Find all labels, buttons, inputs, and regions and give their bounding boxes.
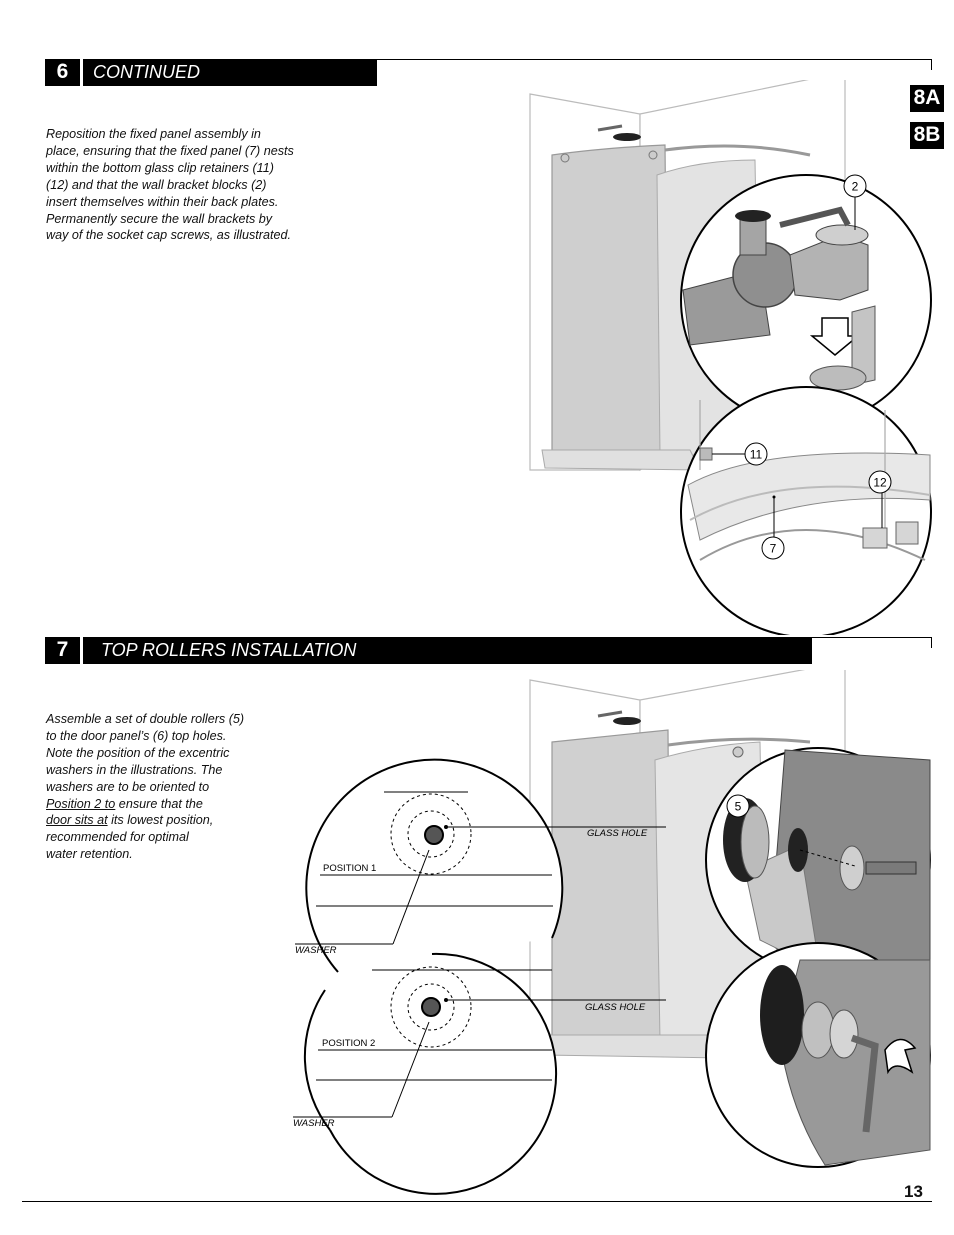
glass-hole-label-2: GLASS HOLE — [585, 1002, 646, 1013]
step-6-rule — [377, 59, 932, 70]
step-7-line: recommended for optimal — [46, 830, 189, 845]
callout-12-label: 12 — [873, 476, 887, 490]
detail-wall-bracket — [680, 174, 932, 426]
step-6-callout-12: 12 — [868, 470, 892, 494]
washer-detail-position-2 — [293, 952, 666, 1195]
step-7-rule — [812, 637, 932, 648]
step-7-line: washers are to be oriented to — [46, 779, 210, 794]
position-1-label: POSITION 1 — [323, 863, 376, 874]
step-6-line: Reposition the fixed panel assembly in — [46, 127, 261, 141]
step-6-callout-2: 2 — [843, 174, 867, 198]
washer-detail-position-1 — [295, 758, 666, 973]
glass-hole-label-1: GLASS HOLE — [587, 828, 648, 839]
step-7-line: water retention. — [46, 847, 133, 862]
side-tab-8b[interactable]: 8B — [910, 122, 944, 149]
shower-base — [541, 1034, 723, 1059]
position-2-underlined: Position 2 to — [46, 796, 116, 811]
step-7-line: to the door panel’s (6) top holes. — [46, 728, 227, 743]
callout-11-label: 11 — [750, 448, 763, 462]
step-6-line: (12) and that the wall bracket blocks (2… — [46, 177, 267, 192]
washer-label-2: WASHER — [293, 1118, 335, 1129]
step-7-line: washers in the illustrations. The — [46, 762, 223, 777]
page-number: 13 — [904, 1182, 923, 1201]
step-7-instructions: Assemble a set of double rollers (5) to … — [46, 711, 276, 863]
step-6-callout-11: 11 — [744, 442, 768, 466]
step-7-line: Assemble a set of double rollers (5) — [46, 712, 245, 726]
step-6-line: way of the socket cap screws, as illustr… — [46, 228, 291, 243]
callout-7-label: 7 — [770, 542, 777, 556]
detail-glass-clips — [680, 386, 932, 635]
step-6-line: Permanently secure the wall brackets by — [46, 211, 273, 226]
position-2-label: POSITION 2 — [322, 1038, 375, 1049]
step-7-line-tail: ensure that the — [115, 796, 203, 811]
step-7-line: Note the position of the excentric — [46, 745, 230, 760]
step-6-line: insert themselves within their back plat… — [46, 194, 279, 209]
step-7-illustration: POSITION 1 GLASS HOLE WASHER POSITION 2 … — [293, 670, 931, 1195]
step-6-number: 6 — [45, 59, 80, 86]
side-tab-8a[interactable]: 8A — [910, 85, 944, 112]
step-6-callout-7: 7 — [761, 536, 785, 560]
washer-label-1: WASHER — [295, 945, 337, 956]
shower-base — [541, 449, 701, 471]
step-7-line-tail: its lowest position, — [107, 813, 214, 828]
callout-5-label: 5 — [735, 800, 742, 814]
shower-head-icon — [597, 124, 641, 141]
detail-roller-tightening — [705, 942, 931, 1168]
step-7-line: Position 2 to ensure that the — [46, 796, 276, 813]
detail-roller-assembly — [705, 747, 931, 973]
footer-rule — [22, 1201, 932, 1202]
step-6-line: within the bottom glass clip retainers (… — [46, 160, 274, 175]
step-7-number: 7 — [45, 637, 80, 664]
step-7-line: door sits at its lowest position, — [46, 812, 276, 829]
step-7-title: TOP ROLLERS INSTALLATION — [83, 637, 812, 664]
step-6-line: place, ensuring that the fixed panel (7)… — [46, 143, 294, 158]
step-7-callout-5: 5 — [726, 794, 750, 818]
step-6-illustration: 2 11 12 7 — [529, 80, 932, 635]
door-sits-underlined: door sits at — [46, 813, 108, 828]
callout-2-label: 2 — [852, 180, 859, 194]
shower-head-icon — [597, 710, 641, 725]
step-6-instructions: Reposition the fixed panel assembly in p… — [46, 126, 316, 244]
step-6-title: CONTINUED — [83, 59, 377, 86]
